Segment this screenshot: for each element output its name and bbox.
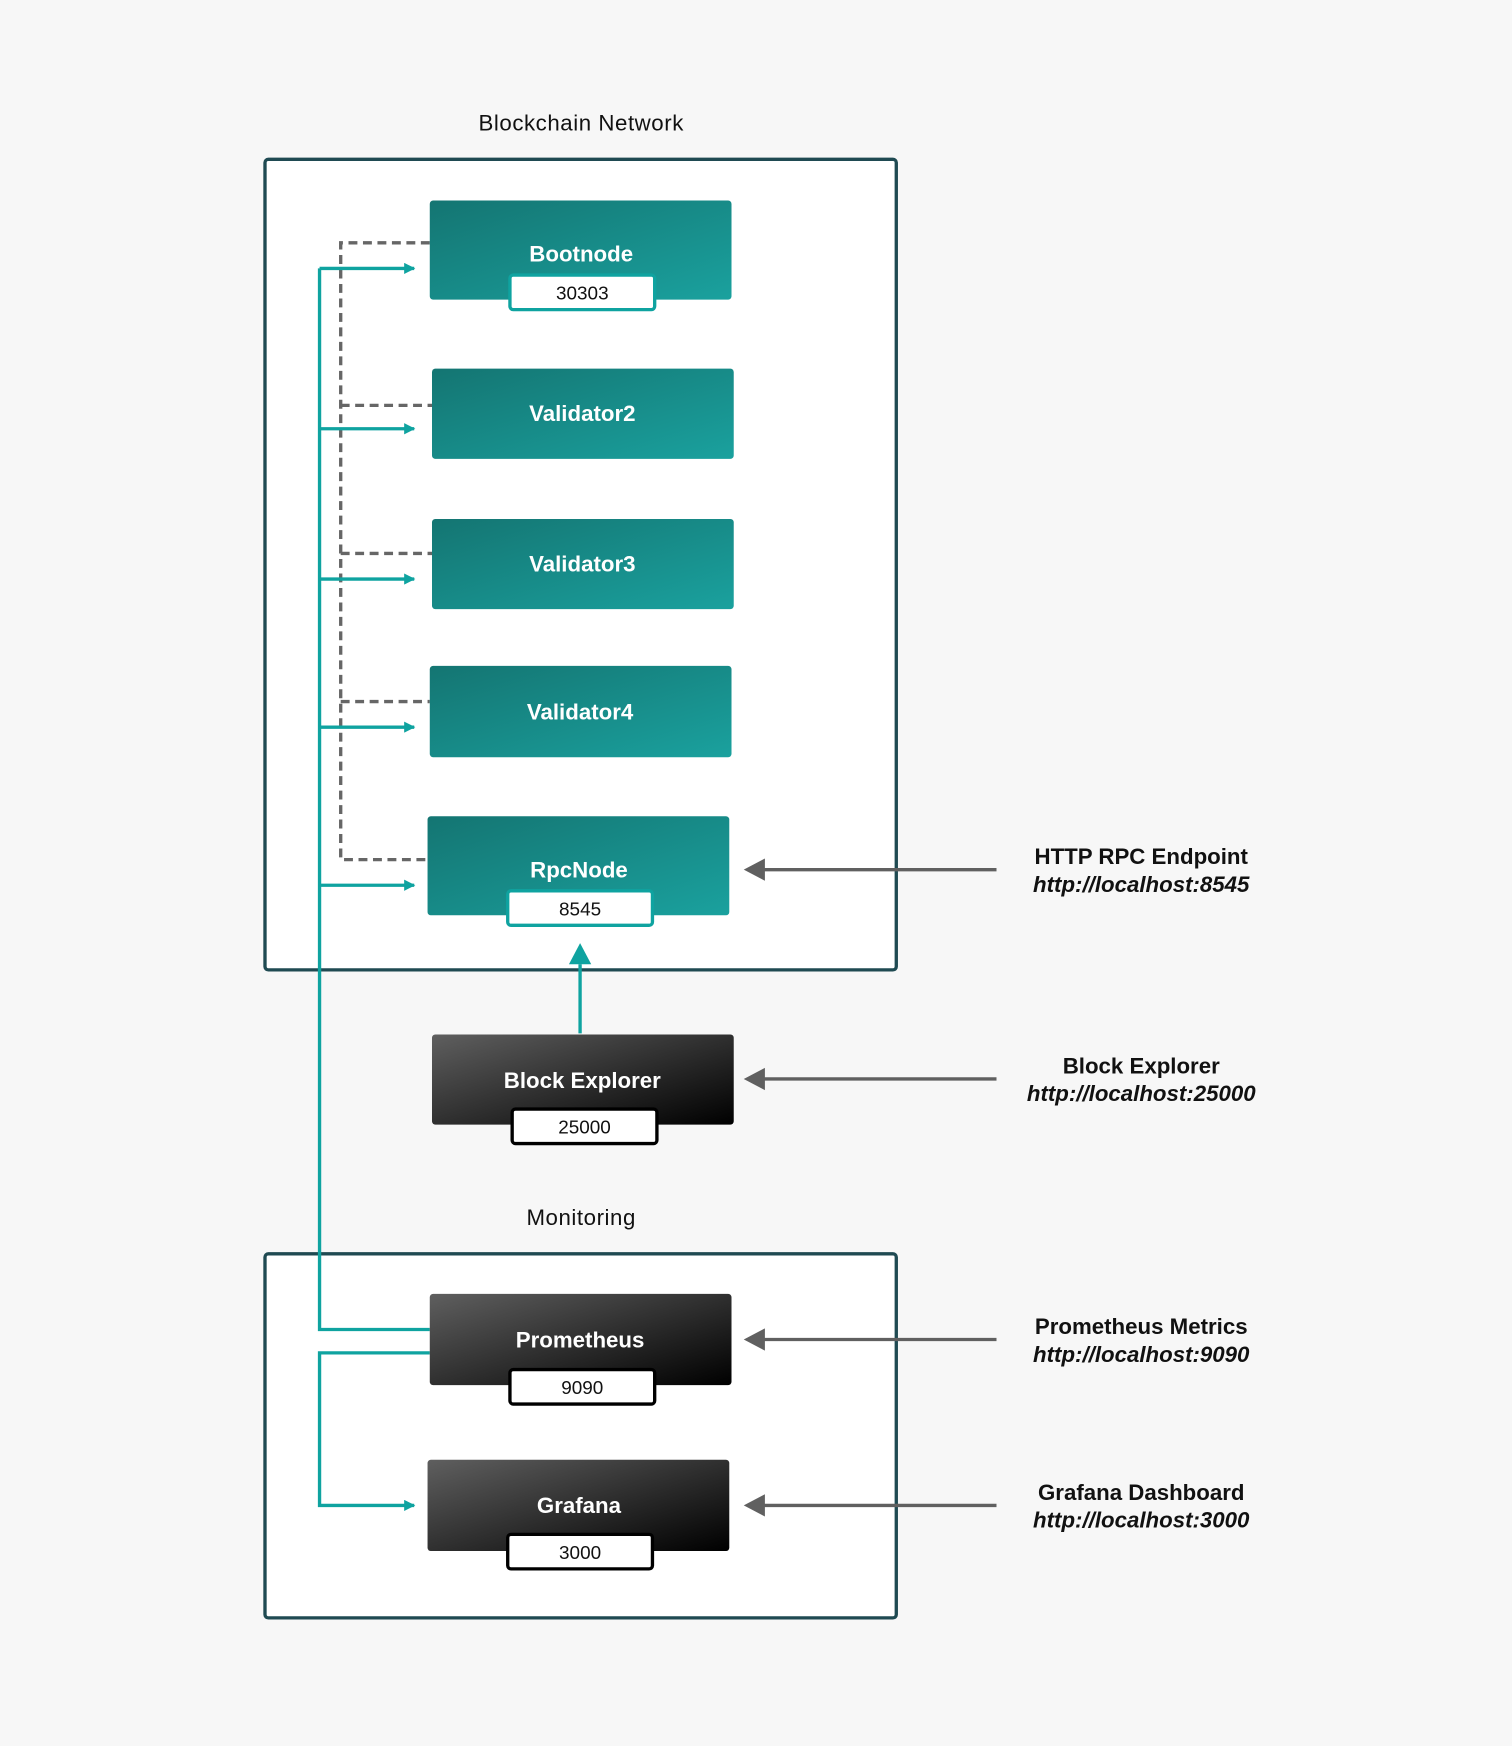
- port-badge: [506, 889, 655, 927]
- endpoint-title: Grafana Dashboard: [1038, 1480, 1245, 1505]
- node-validator3[interactable]: Validator3: [432, 518, 734, 610]
- port-badge: [506, 1532, 655, 1571]
- arrowhead-left-icon: [743, 858, 765, 881]
- node-prometheus[interactable]: Prometheus 9090: [429, 1293, 732, 1406]
- node-label: RpcNode: [530, 857, 628, 882]
- endpoint-explorer: Block Explorer http://localhost:25000: [1027, 1053, 1256, 1106]
- node-label: Bootnode: [529, 242, 633, 267]
- arrowhead-left-icon: [743, 1067, 765, 1091]
- prometheus-scrape-trunk: [317, 268, 430, 1332]
- node-label: Validator3: [529, 551, 635, 576]
- node-label: Grafana: [537, 1493, 622, 1518]
- node-validator2[interactable]: Validator2: [432, 368, 734, 459]
- node-validator4[interactable]: Validator4: [429, 665, 732, 758]
- endpoint-url[interactable]: http://localhost:25000: [1027, 1081, 1256, 1106]
- node-label: Validator4: [527, 699, 634, 724]
- endpoint-rpc: HTTP RPC Endpoint http://localhost:8545: [1033, 844, 1250, 897]
- monitoring-group: [263, 1252, 898, 1620]
- endpoint-prometheus: Prometheus Metrics http://localhost:9090: [1033, 1314, 1250, 1367]
- endpoint-title: Prometheus Metrics: [1035, 1314, 1248, 1339]
- external-access-arrows: [761, 867, 997, 1508]
- node-rpcnode[interactable]: RpcNode 8545: [427, 816, 730, 927]
- endpoint-url[interactable]: http://localhost:9090: [1033, 1342, 1250, 1367]
- node-label: Block Explorer: [504, 1068, 661, 1093]
- group-title-monitoring: Monitoring: [526, 1205, 635, 1230]
- port-badge: [508, 1367, 657, 1406]
- peer-line-bootnode-rpcnode: [339, 241, 430, 862]
- group-title-blockchain: Blockchain Network: [478, 110, 684, 135]
- arrowhead-left-icon: [743, 1328, 765, 1351]
- port-text: 8545: [559, 899, 601, 920]
- arrowhead-left-icon: [743, 1494, 765, 1517]
- port-text: 9090: [561, 1378, 603, 1399]
- arrowhead-up: [568, 943, 592, 965]
- peer-connections: [339, 241, 432, 862]
- endpoint-grafana: Grafana Dashboard http://localhost:3000: [1033, 1480, 1250, 1533]
- port-text: 3000: [559, 1543, 601, 1564]
- node-block-explorer[interactable]: Block Explorer 25000: [432, 1034, 734, 1146]
- endpoint-title: Block Explorer: [1063, 1053, 1220, 1078]
- node-label: Validator2: [529, 401, 635, 426]
- node-bootnode[interactable]: Bootnode 30303: [429, 200, 732, 312]
- node-grafana[interactable]: Grafana 3000: [427, 1459, 730, 1571]
- endpoint-url[interactable]: http://localhost:8545: [1033, 872, 1250, 897]
- arrow-prometheus-to-grafana: [317, 1351, 430, 1511]
- node-label: Prometheus: [516, 1327, 645, 1352]
- port-text: 30303: [556, 284, 609, 305]
- endpoint-title: HTTP RPC Endpoint: [1035, 844, 1249, 869]
- port-badge: [510, 1107, 659, 1146]
- endpoint-url[interactable]: http://localhost:3000: [1033, 1508, 1250, 1533]
- port-text: 25000: [558, 1118, 611, 1139]
- metrics-connections: [317, 262, 430, 1511]
- port-badge: [508, 273, 657, 312]
